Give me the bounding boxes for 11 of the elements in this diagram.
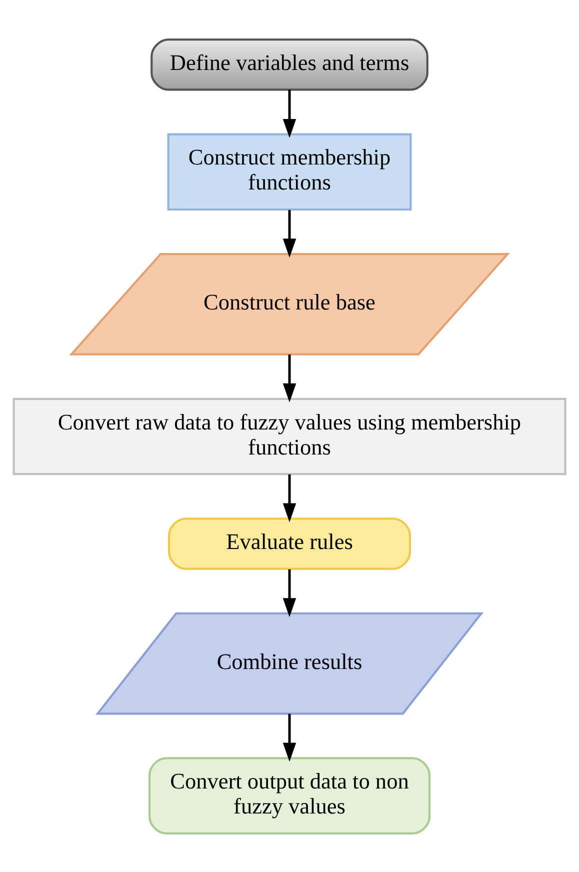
arrow xyxy=(282,89,296,138)
arrow xyxy=(282,713,296,762)
node-box: Evaluate rules xyxy=(168,517,412,570)
node-box: Define variables and terms xyxy=(150,38,428,90)
arrow xyxy=(282,210,296,258)
node-box: Convert output data to non fuzzy values xyxy=(148,756,431,834)
node-box: Convert raw data to fuzzy values using membership functions xyxy=(12,397,566,475)
arrow xyxy=(282,354,296,402)
arrow xyxy=(282,568,296,617)
arrow xyxy=(282,474,296,522)
node-box: Construct membership functions xyxy=(167,132,412,210)
